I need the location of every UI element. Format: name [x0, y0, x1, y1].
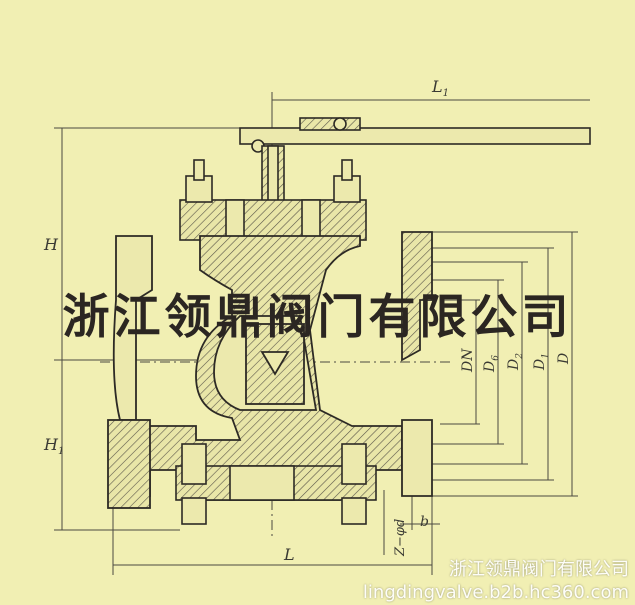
company-watermark-small: 浙江领鼎阀门有限公司	[449, 559, 629, 580]
dim-label-d2: D2	[506, 353, 525, 371]
valve-body	[119, 235, 403, 501]
dim-label-dn: DN	[460, 348, 476, 373]
handle-lever	[239, 117, 591, 153]
left-flange	[107, 235, 153, 509]
company-watermark-large: 浙江领鼎阀门有限公司	[62, 290, 573, 345]
dim-label-l1: L1	[431, 77, 449, 99]
dim-label-h: H	[43, 235, 59, 254]
right-flange	[401, 231, 433, 497]
dim-label-z-phi-d: Z−φd	[393, 519, 408, 557]
dim-label-d1: D1	[532, 353, 551, 371]
top-bolts	[185, 159, 361, 203]
dim-label-d6: D6	[482, 355, 501, 373]
bottom-bolts	[181, 443, 367, 525]
cover-flange	[179, 199, 367, 241]
dim-label-l: L	[283, 545, 295, 564]
dim-label-d: D	[556, 353, 572, 365]
dim-label-b: b	[420, 514, 429, 530]
dimension-lines	[54, 92, 590, 575]
dim-label-h1: H1	[43, 435, 64, 457]
website-watermark: lingdingvalve.b2b.hc360.com	[362, 582, 629, 603]
